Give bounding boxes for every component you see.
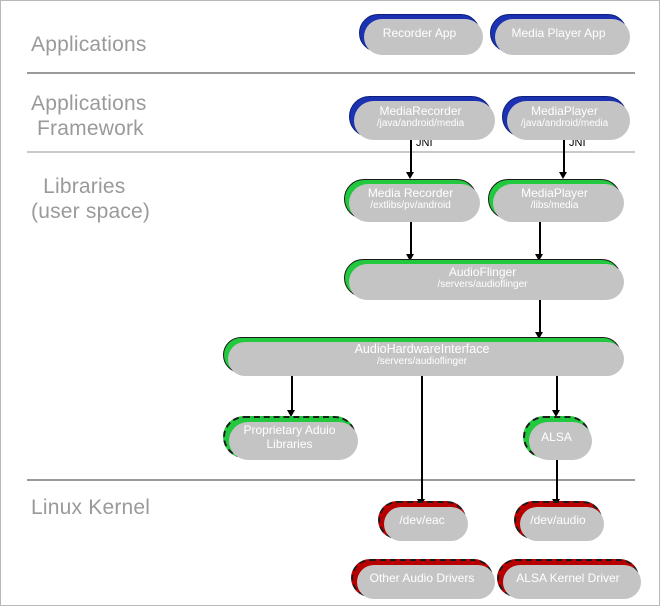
node-shadow — [364, 19, 483, 55]
node-title: Media Recorder — [367, 186, 454, 200]
node-title: /dev/eac — [399, 513, 445, 527]
node-title: Media Player App — [511, 26, 606, 40]
node-shadow — [229, 422, 358, 460]
node-recorder-app[interactable]: Recorder App — [359, 14, 483, 55]
divider-applications-framework — [27, 151, 635, 153]
node-title: Other Audio Drivers — [369, 571, 475, 585]
connector-audiohwif-to-dev-eac — [421, 373, 423, 502]
connector-audiohwif-to-alsa — [556, 373, 558, 413]
node-alsa-kernel-driver[interactable]: ALSA Kernel Driver — [497, 559, 641, 599]
node-shadow — [354, 101, 495, 140]
connector-label-jni-left: JNI — [416, 137, 433, 149]
node-shadow — [228, 342, 624, 376]
node-dev-eac[interactable]: /dev/eac — [378, 501, 468, 541]
node-title: Recorder App — [382, 26, 457, 40]
node-audioflinger[interactable]: AudioFlinger /servers/audioflinger — [344, 259, 624, 300]
node-title: ALSA Kernel Driver — [516, 571, 620, 585]
node-title: AudioFlinger — [448, 265, 517, 279]
tier-label-applications-framework: Applications Framework — [31, 92, 147, 140]
node-other-audio-drivers[interactable]: Other Audio Drivers — [351, 559, 495, 599]
node-subtitle: /servers/audioflinger — [437, 279, 528, 290]
tier-label-libraries: Libraries (user space) — [31, 175, 151, 223]
arrowhead-audiohwif-to-alsa — [552, 410, 560, 417]
arrowhead-audiohwif-to-proprietary — [287, 410, 295, 417]
node-media-player-app[interactable]: Media Player App — [490, 14, 630, 55]
node-subtitle: Libraries — [266, 437, 313, 451]
node-media-recorder-library[interactable]: Media Recorder /extlibs/pv/android — [344, 179, 480, 222]
node-title: /dev/audio — [530, 513, 586, 527]
arrowhead-mediaplayer-to-lib — [559, 172, 567, 179]
connector-mediarecorderlib-to-audioflinger — [410, 219, 412, 257]
node-shadow — [495, 19, 630, 55]
node-shadow — [520, 507, 604, 541]
node-subtitle: /java/android/media — [376, 117, 465, 129]
tier-label-applications: Applications — [31, 33, 147, 56]
arrowhead-mediarecorderlib-to-audioflinger — [406, 254, 414, 261]
node-shadow — [349, 264, 624, 300]
arrowhead-audioflinger-to-audiohardwareinterface — [535, 332, 543, 339]
node-shadow — [507, 101, 630, 140]
node-shadow — [384, 507, 468, 541]
connector-audioflinger-to-audiohardwareinterface — [539, 297, 541, 335]
node-shadow — [357, 565, 495, 599]
divider-applications — [27, 72, 635, 74]
connector-audiohwif-to-proprietary — [291, 373, 293, 413]
node-proprietary-audio-libraries[interactable]: Proprietary Aduio Libraries — [223, 416, 358, 460]
node-dev-audio[interactable]: /dev/audio — [514, 501, 604, 541]
node-title: MediaPlayer — [521, 186, 588, 200]
node-shadow — [349, 184, 480, 222]
tier-label-linux-kernel: Linux Kernel — [31, 496, 151, 519]
connector-alsa-to-dev-audio — [556, 458, 558, 502]
connector-mediarecorder-to-lib — [410, 137, 412, 175]
node-subtitle: /extlibs/pv/android — [370, 200, 451, 211]
node-title: MediaRecorder — [379, 103, 462, 118]
arrowhead-mediarecorder-to-lib — [406, 172, 414, 179]
node-title: ALSA — [541, 430, 572, 444]
node-mediaplayer-library[interactable]: MediaPlayer /libs/media — [488, 179, 624, 222]
node-shadow — [529, 422, 592, 460]
node-title: MediaPlayer — [531, 103, 598, 118]
connector-mediaplayerlib-to-audioflinger — [539, 219, 541, 257]
node-alsa[interactable]: ALSA — [523, 416, 592, 460]
arrowhead-mediaplayerlib-to-audioflinger — [535, 254, 543, 261]
node-mediaplayer-framework[interactable]: MediaPlayer /java/android/media — [502, 96, 630, 140]
node-mediarecorder-framework[interactable]: MediaRecorder /java/android/media — [349, 96, 495, 140]
divider-libraries — [27, 479, 635, 481]
node-shadow — [503, 565, 641, 599]
connector-label-jni-right: JNI — [569, 137, 586, 149]
node-title: Proprietary Aduio — [243, 423, 336, 437]
node-title: AudioHardwareInterface — [354, 342, 490, 356]
node-subtitle: /servers/audioflinger — [376, 356, 468, 367]
node-audiohardwareinterface[interactable]: AudioHardwareInterface /servers/audiofli… — [223, 337, 624, 376]
node-subtitle: /java/android/media — [520, 117, 609, 129]
node-shadow — [493, 184, 624, 222]
node-subtitle: /libs/media — [530, 200, 579, 211]
connector-mediaplayer-to-lib — [563, 137, 565, 175]
